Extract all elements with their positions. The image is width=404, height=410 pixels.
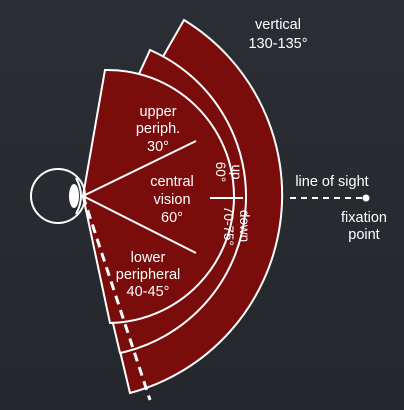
fixation-point-label-2: point bbox=[348, 227, 379, 243]
fixation-point-dot bbox=[362, 194, 370, 202]
central-lower-divider bbox=[82, 195, 197, 254]
upper-periph-label-2: periph. bbox=[136, 121, 180, 137]
inner-ring-sector bbox=[81, 68, 236, 325]
down-degree-label: 70-75° bbox=[221, 206, 236, 246]
upper-central-divider bbox=[82, 140, 197, 197]
lower-peripheral-label-3: 40-45° bbox=[127, 284, 170, 300]
lower-peripheral-label-1: lower bbox=[131, 250, 166, 266]
upper-periph-label-1: upper bbox=[139, 104, 176, 120]
up-label: up bbox=[229, 164, 244, 179]
central-vision-label-2: vision bbox=[153, 192, 190, 208]
line-of-sight-label: line of sight bbox=[295, 174, 368, 190]
eye-icon bbox=[30, 168, 86, 224]
upper-periph-label-3: 30° bbox=[147, 139, 169, 155]
central-vision-label-1: central bbox=[150, 174, 194, 190]
vertical-range-label: 130-135° bbox=[248, 36, 307, 52]
down-label: down bbox=[237, 210, 252, 242]
lower-peripheral-label-2: peripheral bbox=[116, 267, 181, 283]
vertical-label: vertical bbox=[255, 17, 301, 33]
central-vision-label-3: 60° bbox=[161, 210, 183, 226]
fixation-point-label-1: fixation bbox=[341, 210, 387, 226]
lower-limit-dashed-line bbox=[81, 195, 152, 401]
up-degree-label: 60° bbox=[213, 162, 228, 182]
